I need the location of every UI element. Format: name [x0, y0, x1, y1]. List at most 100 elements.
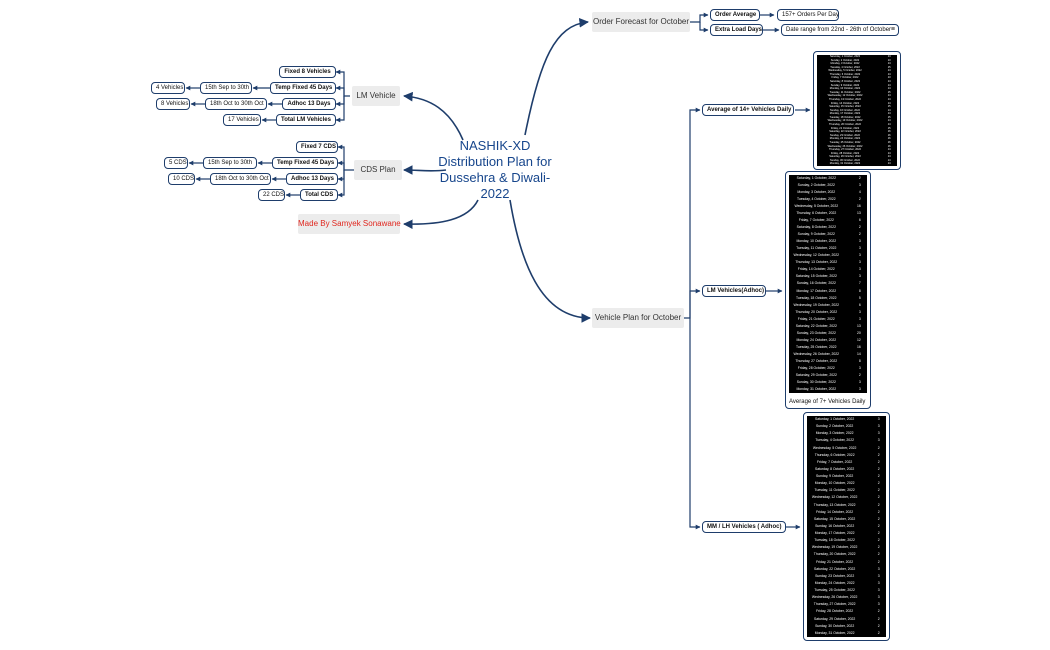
cds-total-count[interactable]: 22 CDS: [258, 189, 285, 201]
cds-temp-fixed-node[interactable]: Temp Fixed 45 Days: [272, 157, 338, 169]
table-date: Friday, 21 October, 2022: [797, 316, 835, 321]
table-value: 4: [858, 190, 861, 195]
cds-adhoc-range[interactable]: 18th Oct to 30th Oct: [210, 173, 271, 185]
table-value: 16: [856, 204, 861, 209]
note-icon: ≡: [890, 26, 895, 33]
lm-temp-fixed-node[interactable]: Temp Fixed 45 Days: [270, 82, 336, 94]
branch-made-by[interactable]: Made By Samyek Sonawane: [298, 214, 401, 234]
table-date: Wednesday, 26 October, 2022: [827, 144, 863, 148]
table-value: 2: [877, 630, 880, 635]
table-date: Sunday, 23 October, 2022: [830, 133, 860, 137]
extra-load-text: Date range from 22nd - 26th of October: [786, 27, 892, 33]
table-value: 2: [877, 445, 880, 450]
table-value: 3: [858, 260, 861, 265]
lm-total-count[interactable]: 17 Vehicles: [223, 114, 261, 126]
table-value: 2: [877, 474, 880, 479]
cds-temp-fixed-count[interactable]: 5 CDS: [164, 157, 188, 169]
table-date: Sunday, 23 October, 2022: [815, 573, 855, 578]
extra-load-node[interactable]: Extra Load Days: [710, 24, 763, 36]
table-date: Friday, 7 October, 2022: [798, 218, 834, 223]
lm-adhoc-count[interactable]: 8 Vehicles: [156, 98, 190, 110]
table-date: Monday, 31 October, 2022: [829, 162, 861, 166]
table-value: 3: [858, 274, 861, 279]
table-date: Sunday, 16 October, 2022: [830, 108, 860, 112]
lm-adhoc-node[interactable]: LM Vehicles(Adhoc): [702, 285, 766, 297]
lm-adhoc-range[interactable]: 18th Oct to 30th Oct: [205, 98, 267, 110]
table-value: 13: [856, 323, 861, 328]
table-value: 3: [877, 438, 880, 443]
lm-temp-fixed-count[interactable]: 4 Vehicles: [151, 82, 185, 94]
table-date: Thursday, 13 October, 2022: [795, 260, 838, 265]
branch-cds-plan[interactable]: CDS Plan: [354, 160, 402, 180]
table-value: 14: [887, 112, 891, 116]
central-topic[interactable]: NASHIK-XD Distribution Plan for Dussehra…: [438, 138, 552, 201]
table-date: Thursday, 6 October, 2022: [814, 452, 855, 457]
order-average-value[interactable]: 157+ Orders Per Day: [777, 9, 839, 21]
mm-lh-node[interactable]: MM / LH Vehicles ( Adhoc): [702, 521, 786, 533]
table-date: Wednesday, 19 October, 2022: [827, 119, 863, 123]
table-date: Friday, 14 October, 2022: [797, 267, 835, 272]
table-value: 8: [858, 288, 861, 293]
cds-adhoc-count[interactable]: 10 CDS: [168, 173, 195, 185]
table-value: 16: [887, 130, 891, 134]
table-value: 15: [887, 65, 891, 69]
table-value: 15: [887, 115, 891, 119]
table-date: Sunday, 16 October, 2022: [796, 281, 836, 286]
table-date: Thursday, 27 October, 2022: [829, 148, 861, 152]
lm-temp-fixed-range[interactable]: 15th Sep to 30th: [200, 82, 252, 94]
cds-total-node[interactable]: Total CDS: [300, 189, 338, 201]
table-date: Friday, 28 October, 2022: [830, 151, 860, 155]
branch-lm-vehicle[interactable]: LM Vehicle: [352, 86, 400, 106]
table-value: 16: [887, 133, 891, 137]
order-average-node[interactable]: Order Average: [710, 9, 760, 21]
cds-adhoc-node[interactable]: Adhoc 13 Days: [286, 173, 338, 185]
table-value: 14: [887, 123, 891, 127]
table-value: 2: [877, 531, 880, 536]
cds-temp-fixed-range[interactable]: 15th Sep to 30th: [203, 157, 257, 169]
table-value: 5: [858, 295, 861, 300]
table-date: Wednesday, 5 October, 2022: [828, 69, 862, 73]
avg14-node[interactable]: Average of 14+ Vehicles Daily: [702, 104, 794, 116]
table-value: 3: [877, 573, 880, 578]
table-date: Tuesday, 11 October, 2022: [829, 90, 861, 94]
branch-order-forecast[interactable]: Order Forecast for October: [592, 12, 690, 32]
extra-load-value[interactable]: Date range from 22nd - 26th of October ≡: [781, 24, 899, 36]
cds-fixed-node[interactable]: Fixed 7 CDS: [296, 141, 338, 153]
table-value: 2: [877, 502, 880, 507]
lm-fixed-node[interactable]: Fixed 8 Vehicles: [279, 66, 336, 78]
lm-total-node[interactable]: Total LM Vehicles: [276, 114, 336, 126]
table-value: 14: [887, 62, 891, 66]
branch-vehicle-plan[interactable]: Vehicle Plan for October: [592, 308, 684, 328]
table-value: 14: [887, 83, 891, 87]
table-date: Thursday, 27 October, 2022: [813, 602, 856, 607]
table-date: Monday, 10 October, 2022: [829, 87, 861, 91]
lm-adhoc-node[interactable]: Adhoc 13 Days: [282, 98, 336, 110]
